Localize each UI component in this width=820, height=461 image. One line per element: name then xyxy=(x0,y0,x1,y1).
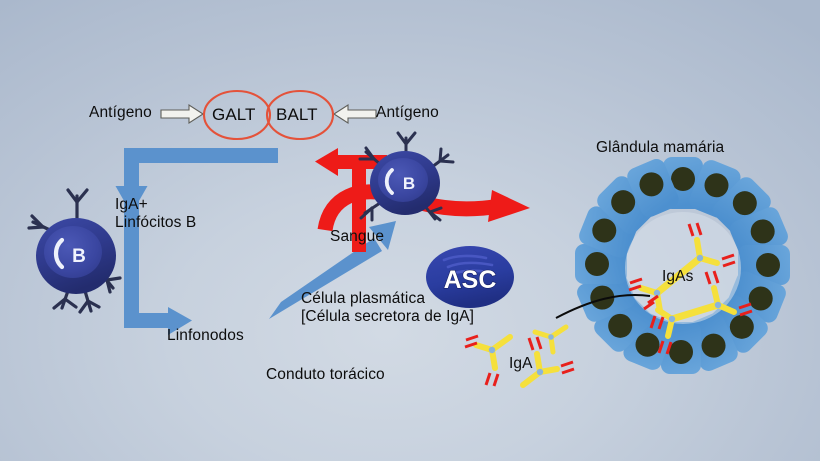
mammary-gland-label: Glândula mamária xyxy=(596,139,725,156)
asc-letters: ASC xyxy=(444,266,497,294)
iga-antibody-icon-gland-2 xyxy=(643,270,753,355)
balt-ellipse xyxy=(265,89,335,141)
blood-label: Sangue xyxy=(330,228,385,245)
iga-antibody-icon-free-1 xyxy=(464,334,513,387)
bcell-right-letter: B xyxy=(403,174,415,193)
iga-antibody-icon-free-3 xyxy=(532,324,569,355)
iga-label: IgA xyxy=(509,355,533,372)
b-lymphocyte-icon-left: B xyxy=(27,188,122,314)
galt-label: GALT xyxy=(212,105,256,124)
lymph-nodes-label: Linfonodos xyxy=(167,327,244,344)
plasma-cell-icon: ASC xyxy=(426,246,514,308)
red-blood-arrow-to-balt xyxy=(315,148,387,252)
galt-ellipse xyxy=(202,89,272,141)
balt-label: BALT xyxy=(276,105,318,124)
hollow-arrow-right-icon xyxy=(160,103,205,125)
iga-lymphocytes-label: IgA+ Linfócitos B xyxy=(115,196,197,232)
b-lymphocyte-icon-right: B xyxy=(358,131,455,222)
hollow-arrow-left-icon xyxy=(332,103,377,125)
blue-migration-arrow xyxy=(115,148,278,335)
thoracic-duct-label: Conduto torácico xyxy=(266,366,385,383)
antigen-right-label: Antígeno xyxy=(376,104,439,121)
plasma-cell-label: Célula plasmática [Célula secretora de I… xyxy=(301,290,475,326)
iga-antibody-icon-free-2 xyxy=(520,336,575,388)
blue-thoracic-duct-arrow xyxy=(269,221,396,319)
gland-duct-line xyxy=(555,294,651,319)
mammary-gland-ring-icon xyxy=(555,157,790,374)
igas-label: IgAs xyxy=(662,268,694,285)
bcell-left-letter: B xyxy=(72,246,86,267)
antigen-left-label: Antígeno xyxy=(89,104,152,121)
